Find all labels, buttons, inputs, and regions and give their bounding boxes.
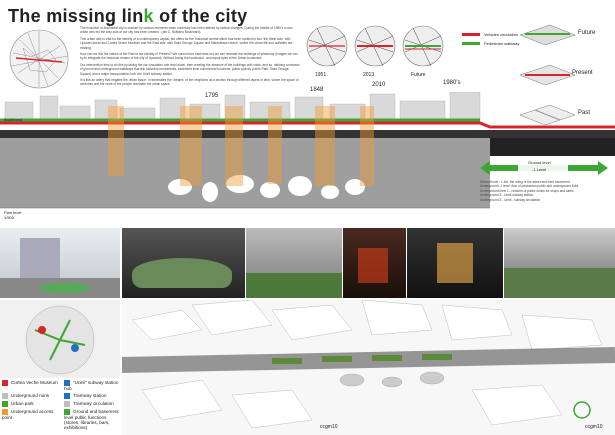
tram-circ-swatch [64,401,70,407]
label-future: Future [578,30,596,36]
sketch-label-2: 2013 [363,72,375,78]
section-legend: Ground level -1 Level Ground level - 1.5… [480,160,608,220]
poster-title: The missing link of the city [8,6,248,26]
pedestrian-legend-swatch [462,42,480,45]
section-legend-row: Underground level 2 - network of public … [480,188,574,193]
bottom-legend-item: Tramway station [64,393,122,399]
museum-swatch [2,380,8,386]
render-subway-corridor [407,228,503,298]
tram-station-swatch [64,393,70,399]
bottom-legend-item: Urban park [2,401,60,407]
section-legend-row: Underground 3 - Unirii subway station [480,193,534,198]
section-legend-row: Underground 3 - Unirii - subway circulat… [480,197,541,202]
network-map-graphic [25,305,95,375]
bottom-legend-item: "Unirii" subway station hub [64,380,119,391]
year-label-2010: 2010 [372,82,386,88]
network-map [0,300,120,378]
signature-2: ccgm10 [585,424,603,430]
intro-text: The evolution of Bucharest city is marke… [80,26,300,87]
ground-level-label: Ground level [528,160,551,165]
render-exterior-view [0,228,120,298]
park-swatch [2,401,8,407]
section-legend-row: Ground level - 1.5m: the ruling of the s… [480,180,570,184]
ruins-swatch [2,393,8,399]
axonometric-model [122,300,615,435]
boulevard-label: Boulevard [4,117,23,122]
render-tramway-park [504,228,615,298]
year-label-1848: 1848 [310,87,324,93]
bottom-legend-item: Ground and basement level public functio… [64,409,119,430]
vehicle-legend-swatch [462,33,480,36]
render-street-level [246,228,342,298]
plan-scale-label: Plan level 1/500 [4,210,22,220]
urban-section-plan [0,92,615,209]
sketch-label-1: 1951 [315,72,327,78]
bottom-legend-item: Underground access point [2,409,54,420]
render-underground-hall [122,228,245,298]
year-label-1980s: 1980's [443,80,461,86]
sketch-label-3: Future [411,72,426,78]
render-ruins-gallery [343,228,406,298]
time-layers-diagram [519,24,576,126]
city-map-thumbnail [9,29,69,89]
public-functions-swatch [64,409,70,415]
year-label-1795: 1795 [205,93,219,99]
level-arrow [480,161,608,175]
evolution-sketches [306,25,444,67]
bottom-legend-item: Tramway circulation [64,401,122,407]
label-past: Past [578,110,591,116]
signature-1: ccgm10 [320,424,338,430]
subway-swatch [64,380,70,386]
bottom-legend-item: Curtea Veche Museum [2,380,60,391]
access-swatch [2,409,8,415]
bottom-legend-item: Underground ruins [2,393,60,399]
label-present: Present [572,70,593,76]
bottom-legend: Curtea Veche Museum "Unirii" subway stat… [2,380,122,430]
top-legend: Vehicles circulation Pedestrian walkway [462,32,519,46]
minus-one-level-label: -1 Level [532,167,547,172]
section-legend-rows: Ground level - 1.5m: the ruling of the s… [480,180,608,202]
section-legend-row: Underground -1 level: flow of pedestrian… [480,184,579,189]
